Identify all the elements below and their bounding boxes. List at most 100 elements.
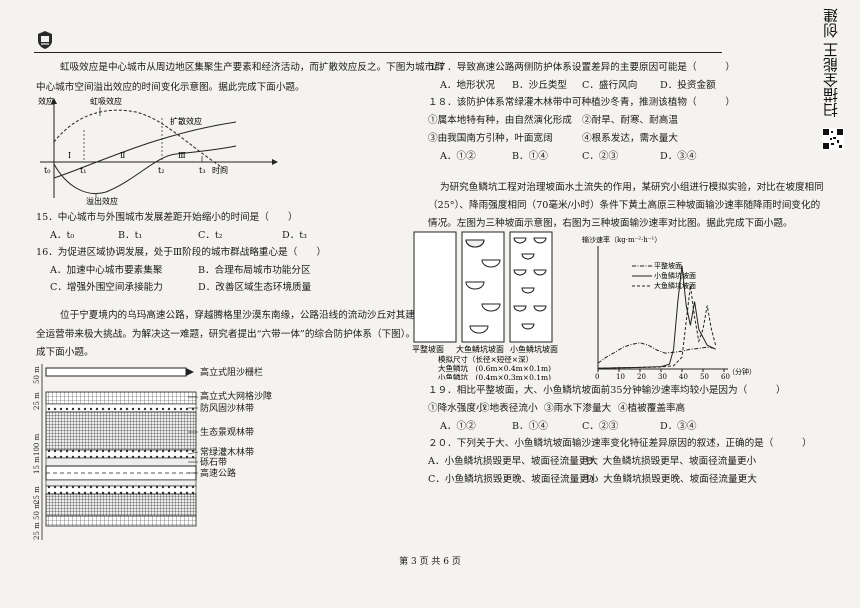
q19-opt-d[interactable]: D．③④ [660,421,697,432]
stage-3: Ⅲ [178,151,186,160]
q19-text: １９．相比平整坡面，大、小鱼鳞坑坡面前35分钟输沙速率均较小是因为（ ） [428,385,786,396]
label-landscape: 生态景观林带 [200,426,254,438]
size-small: 小鱼鳞坑 (0.4m×0.3m×0.1m) [438,372,551,380]
tick-t0: t₀ [44,166,50,175]
stage-1: Ⅰ [68,151,71,160]
label-windbreak: 防风固沙林带 [200,402,254,414]
dim-5: 25 m [33,486,41,504]
spillover-curve [53,145,237,194]
x-tick-label: 30 [658,373,667,381]
q17-text: １７．导致高速公路两侧防护体系设置差异的主要原因可能是（ ） [428,62,735,73]
x-tick-label: 20 [637,373,646,381]
q16-text: 16．为促进区域协调发展，处于Ⅲ阶段的城市群战略重心是（ ） [36,247,327,258]
x-tick-label: 50 [700,373,709,381]
belt-shrub [45,449,197,459]
x-tick-label: 10 [616,373,625,381]
dim-2: 25 m [33,392,41,410]
intro-siphon-1: 虹吸效应是中心城市从周边地区集聚生产要素和经济活动，而扩散效应反之。下图为城市群 [60,62,444,73]
size-title: 模拟尺寸（长径×短径×深） [438,354,533,364]
q17-opt-d[interactable]: D．投资金额 [660,80,716,91]
belt-gravel [45,457,197,467]
fig1-xlabel: 时间 [212,165,228,175]
q15-opt-c[interactable]: C．t₂ [198,230,223,241]
belt-landscape [45,411,197,451]
size-big: 大鱼鳞坑 (0.6m×0.4m×0.1m) [438,363,551,373]
series-line-2 [597,285,717,369]
q20-opt-c[interactable]: C．小鱼鳞坑损毁更晚、坡面径流量更小 [428,474,599,485]
chart-ylabel: 输沙速率（kg·m⁻²·h⁻¹） [582,235,661,244]
q18-opt-c[interactable]: C．②③ [582,151,619,162]
intro-siphon-2: 中心城市空间溢出效应的时间变化示意图。据此完成下面小题。 [36,82,305,93]
dim-1: 50 m [33,366,41,384]
q15-opt-a[interactable]: A．t₀ [50,230,75,241]
flat-slope-box [413,231,457,343]
intro-slope-3: 情况。左图为三种坡面示意图，右图为三种坡面输沙速率对比图。据此完成下面小题。 [428,218,793,229]
legend-big: 大鱼鳞坑坡面 [654,281,696,290]
q18-item-1: ①属本地特有种，由自然演化形成 [428,115,572,126]
label-fence: 高立式阻沙栅栏 [200,366,263,378]
chart-xlabel: （分钟） [728,367,756,376]
q19-opt-b[interactable]: B．①④ [512,421,548,432]
q19-item-2: ②地表径流小 [480,403,538,414]
q19-opt-a[interactable]: A．①② [440,421,476,432]
q17-opt-c[interactable]: C．盛行风向 [582,80,638,91]
diffusion-curve [53,121,237,179]
label-highway: 高速公路 [200,467,236,479]
qr-code-icon [822,128,844,150]
q18-item-4: ④根系发达，需水量大 [582,133,678,144]
q19-item-1: ①降水强度小 [428,403,486,414]
cap-flat: 平整坡面 [412,344,444,354]
label-grid-barrier: 高立式大网格沙障 [200,390,272,402]
q18-item-2: ②耐旱、耐寒、耐高温 [582,115,678,126]
spillover-figure: 效应 时间 虹吸效应 扩散效应 溢出效应 t₀ t₁ t₂ t₃ Ⅰ Ⅱ Ⅲ [38,96,278,206]
siphon-curve [53,109,227,171]
cap-small-pit: 小鱼鳞坑坡面 [510,344,558,354]
belt-fence [45,367,187,377]
label-spillover: 溢出效应 [86,196,118,206]
q20-opt-d[interactable]: D．大鱼鳞坑损毁更晚、坡面径流量更大 [586,474,757,485]
q16-opt-a[interactable]: A．加速中心城市要素集聚 [50,265,163,276]
label-shrub: 常绿灌木林带 [200,446,254,458]
intro-highway-2: 全运营带来极大挑战。为解决这一难题，研究者提出“六带一体”的综合防护体系（下图）… [36,329,444,340]
q17-opt-a[interactable]: A．地形状况 [440,80,495,91]
label-gravel: 砾石带 [200,456,227,468]
q19-opt-c[interactable]: C．②③ [582,421,619,432]
q18-opt-a[interactable]: A．①② [440,151,476,162]
tick-t1: t₁ [80,166,86,175]
x-tick-label: 40 [679,373,688,381]
page-footer: 第 3 页 共 6 页 [399,557,461,567]
q15-opt-d[interactable]: D．t₃ [282,230,307,241]
legend-flat: 平整坡面 [654,261,682,270]
sediment-rate-chart: 输沙速率（kg·m⁻²·h⁻¹） （分钟） 0 10 20 30 40 50 60 平整坡面… [582,235,756,381]
label-siphon: 虹吸效应 [90,96,122,106]
dim-3: 100 m [33,433,41,456]
x-tick-label: 60 [721,373,730,381]
slope-diagrams: 平整坡面 大鱼鳞坑坡面 小鱼鳞坑坡面 模拟尺寸（长径×短径×深） 大鱼鳞坑 (0… [412,231,558,380]
legend-small: 小鱼鳞坑坡面 [654,271,696,280]
q16-opt-c[interactable]: C．增强外围空间承接能力 [50,282,163,293]
q19-item-4: ④植被覆盖率高 [618,403,686,414]
belt-windbreak [45,403,197,413]
q20-opt-a[interactable]: A．小鱼鳞坑损毁更早、坡面径流量更大 [428,456,599,467]
protection-system-figure: 50 m 25 m 100 m 15 m 25 m 50 m 25 m 高立式阻… [33,364,272,540]
q17-opt-b[interactable]: B．沙丘类型 [512,80,568,91]
q20-opt-b[interactable]: B．大鱼鳞坑损毁更早、坡面径流量更小 [586,456,757,467]
intro-highway-1: 位于宁夏境内的乌玛高速公路，穿越腾格里沙漠东南缘，公路沿线的流动沙丘对其建设和安 [60,310,444,321]
intro-slope-1: 为研究鱼鳞坑工程对治理坡面水土流失的作用，某研究小组进行模拟实验，对比在坡度相同 [440,182,824,193]
q20-text: ２０．下列关于大、小鱼鳞坑坡面输沙速率变化特征差异原因的叙述，正确的是（ ） [428,438,812,449]
dim-4: 15 m [33,456,41,474]
intro-highway-3: 成下面小题。 [36,347,94,358]
scanner-watermark: 扫描全能王 创建 [822,8,845,118]
stage-2: Ⅱ [120,151,125,160]
q18-opt-b[interactable]: B．①④ [512,151,548,162]
q16-opt-b[interactable]: B．合理布局城市功能分区 [198,265,311,276]
dim-7: 25 m [33,522,41,540]
tick-t2: t₂ [158,166,164,175]
cap-big-pit: 大鱼鳞坑坡面 [456,344,504,354]
belt-large-grid [45,391,197,405]
header-rule [34,52,722,53]
q18-opt-d[interactable]: D．③④ [660,151,697,162]
q16-opt-d[interactable]: D．改善区域生态环境质量 [198,282,312,293]
q15-opt-b[interactable]: B．t₁ [118,230,143,241]
x-tick-label: 0 [595,373,599,381]
